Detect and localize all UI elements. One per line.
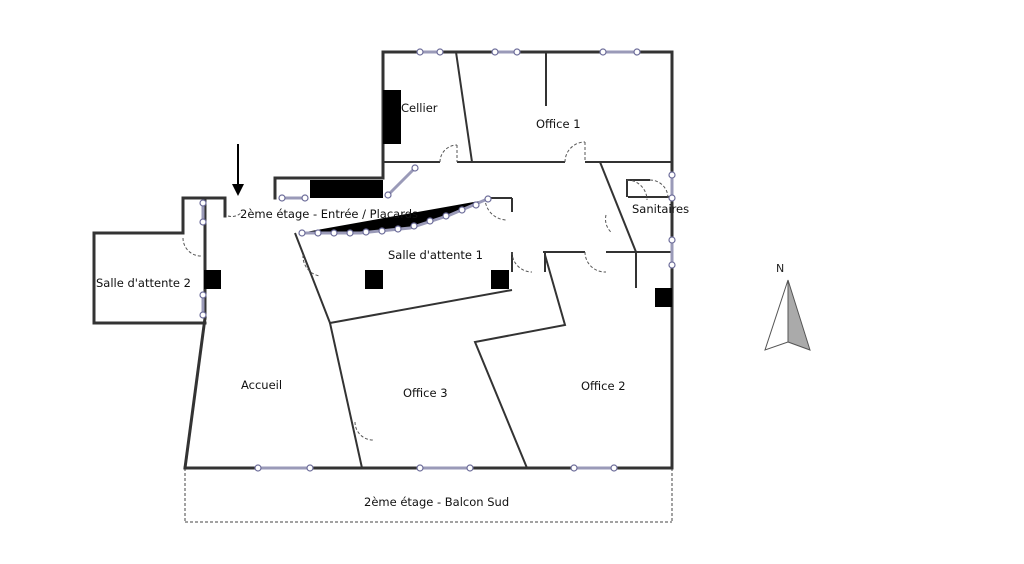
windows xyxy=(199,48,676,472)
room-label-cellier: Cellier xyxy=(401,101,438,115)
room-label-salle-attente-1: Salle d'attente 1 xyxy=(388,248,483,262)
entrance-arrow-icon xyxy=(232,144,244,196)
room-label-entree: 2ème étage - Entrée / Placards xyxy=(240,207,418,221)
room-label-balcon: 2ème étage - Balcon Sud xyxy=(364,495,509,509)
room-label-office-1: Office 1 xyxy=(536,117,581,131)
room-label-accueil: Accueil xyxy=(241,378,282,392)
room-label-office-2: Office 2 xyxy=(581,379,626,393)
room-label-office-3: Office 3 xyxy=(403,386,448,400)
room-label-sanitaires: Sanitaires xyxy=(632,202,689,216)
north-label: N xyxy=(776,262,784,275)
north-arrow-icon xyxy=(764,279,811,351)
closets xyxy=(310,90,401,198)
pillars xyxy=(204,270,672,307)
doors xyxy=(182,141,669,441)
balcony-outline xyxy=(184,468,673,523)
interior-walls xyxy=(294,51,672,469)
room-label-salle-attente-2: Salle d'attente 2 xyxy=(96,276,191,290)
